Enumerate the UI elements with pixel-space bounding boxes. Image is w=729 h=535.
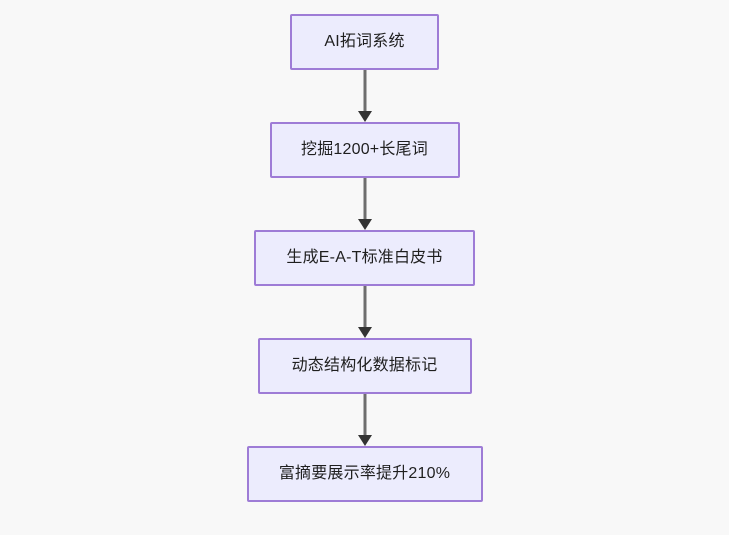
flow-node-label: 挖掘1200+长尾词	[301, 141, 428, 159]
flow-node-ai-keyword-system[interactable]: AI拓词系统	[290, 14, 439, 70]
flow-node-mine-longtail-keywords[interactable]: 挖掘1200+长尾词	[269, 122, 460, 178]
flow-connector-n1-n2	[357, 178, 372, 230]
flow-connector-n3-n4	[357, 394, 372, 446]
flow-node-rich-snippet-impression-lift[interactable]: 富摘要展示率提升210%	[246, 446, 483, 502]
flow-node-generate-eat-whitepaper[interactable]: 生成E-A-T标准白皮书	[254, 230, 475, 286]
connector-line	[363, 394, 366, 438]
flow-node-label: AI拓词系统	[324, 33, 405, 51]
flow-connector-n2-n3	[357, 286, 372, 338]
flow-connector-n0-n1	[357, 70, 372, 122]
down-arrow-icon	[357, 219, 372, 230]
connector-line	[363, 70, 366, 114]
flow-node-dynamic-structured-data-markup[interactable]: 动态结构化数据标记	[257, 338, 472, 394]
flow-node-label: 生成E-A-T标准白皮书	[286, 249, 443, 267]
down-arrow-icon	[357, 327, 372, 338]
down-arrow-icon	[357, 111, 372, 122]
down-arrow-icon	[357, 435, 372, 446]
flow-node-label: 富摘要展示率提升210%	[278, 465, 451, 483]
flow-node-label: 动态结构化数据标记	[291, 357, 438, 375]
connector-line	[363, 286, 366, 330]
connector-line	[363, 178, 366, 222]
